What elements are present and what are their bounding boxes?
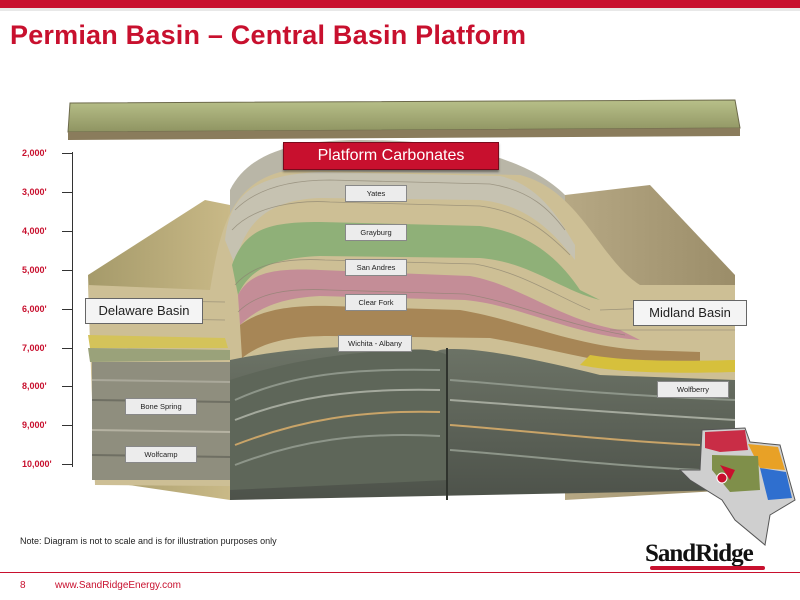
depth-tick bbox=[62, 309, 72, 310]
layer-yellow-left bbox=[88, 335, 228, 348]
layer-yates bbox=[225, 172, 575, 265]
layer-san-andres bbox=[232, 222, 600, 300]
formation-grayburg-label: Grayburg bbox=[345, 224, 407, 241]
website-link[interactable]: www.SandRidgeEnergy.com bbox=[55, 580, 181, 591]
formation-bone-spring-label: Bone Spring bbox=[125, 398, 197, 415]
depth-label: 10,000' bbox=[22, 459, 52, 469]
depth-tick bbox=[62, 231, 72, 232]
platform-carbonates-banner: Platform Carbonates bbox=[283, 142, 499, 170]
delaware-basin-label: Delaware Basin bbox=[85, 298, 203, 324]
surface-slab bbox=[67, 99, 741, 133]
depth-axis-line bbox=[72, 152, 73, 467]
depth-tick bbox=[62, 348, 72, 349]
depth-tick bbox=[62, 270, 72, 271]
formation-wolfcamp-label: Wolfcamp bbox=[125, 446, 197, 463]
depth-tick bbox=[62, 192, 72, 193]
depth-label: 8,000' bbox=[22, 381, 47, 391]
surface-slab-edge bbox=[68, 128, 740, 140]
depth-tick bbox=[62, 153, 72, 154]
depth-tick bbox=[62, 464, 72, 465]
page-number: 8 bbox=[20, 580, 26, 591]
texas-map-inset bbox=[678, 427, 796, 546]
formation-yates-label: Yates bbox=[345, 185, 407, 202]
formation-wichita-albany-label: Wichita - Albany bbox=[338, 335, 412, 352]
depth-label: 9,000' bbox=[22, 420, 47, 430]
sandridge-logo: SandRidge bbox=[645, 540, 754, 567]
anticline-fold bbox=[230, 349, 448, 490]
layer-green-left bbox=[88, 348, 230, 362]
layer-clear-fork bbox=[238, 269, 640, 340]
layer-wichita bbox=[240, 305, 700, 372]
depth-label: 5,000' bbox=[22, 265, 47, 275]
top-accent-stripe bbox=[0, 8, 800, 11]
depth-label: 6,000' bbox=[22, 304, 47, 314]
depth-tick bbox=[62, 386, 72, 387]
top-accent-bar bbox=[0, 0, 800, 8]
formation-wolfberry-label: Wolfberry bbox=[657, 381, 729, 398]
formation-san-andres-label: San Andres bbox=[345, 259, 407, 276]
layer-yellow-right bbox=[580, 355, 735, 373]
midland-basin-label: Midland Basin bbox=[633, 300, 747, 326]
slide-title: Permian Basin – Central Basin Platform bbox=[10, 20, 527, 50]
formation-clear-fork-label: Clear Fork bbox=[345, 294, 407, 311]
depth-label: 7,000' bbox=[22, 343, 47, 353]
logo-swoosh bbox=[650, 566, 765, 570]
disclaimer-note: Note: Diagram is not to scale and is for… bbox=[20, 536, 277, 546]
depth-label: 3,000' bbox=[22, 187, 47, 197]
left-basin-stripes bbox=[91, 379, 231, 458]
depth-label: 4,000' bbox=[22, 226, 47, 236]
depth-tick bbox=[62, 425, 72, 426]
footer-rule bbox=[0, 572, 800, 573]
fold-stripes bbox=[234, 368, 736, 471]
depth-label: 2,000' bbox=[22, 148, 47, 158]
